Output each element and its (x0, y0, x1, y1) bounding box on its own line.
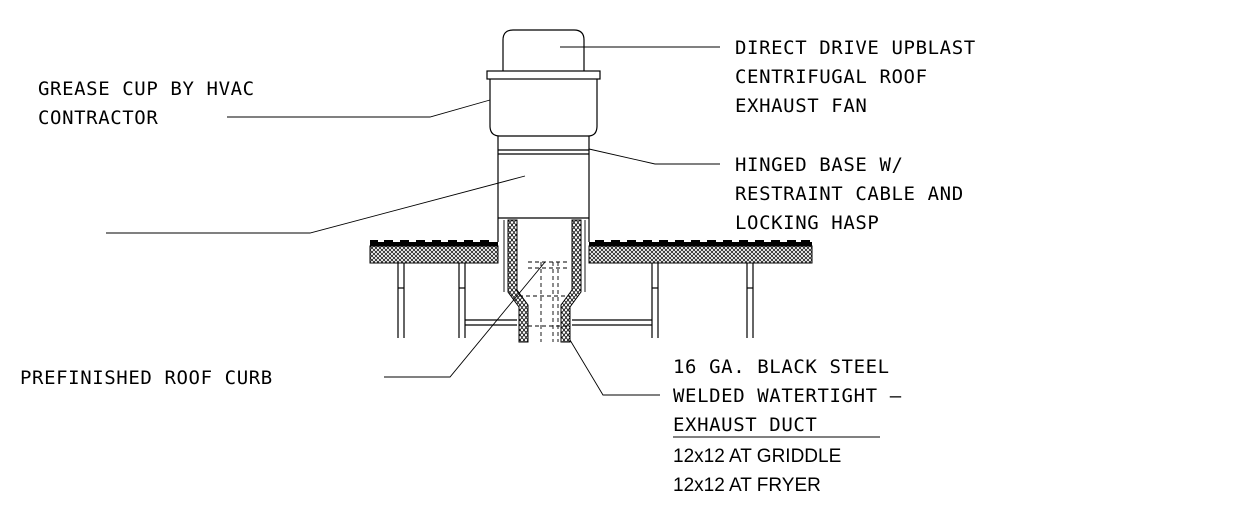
hinged-base-label-line-3: LOCKING HASP (735, 212, 879, 234)
duct-label-line-2: WELDED WATERTIGHT – (673, 385, 902, 407)
fan-label: DIRECT DRIVE UPBLAST CENTRIFUGAL ROOF EX… (735, 37, 976, 117)
roof-curb-label: PREFINISHED ROOF CURB (20, 367, 273, 389)
duct-sizes: 12x12 AT GRIDDLE 12x12 AT FRYER (673, 446, 841, 496)
roof-curb (503, 219, 586, 343)
hinged-base-label: HINGED BASE W/ RESTRAINT CABLE AND LOCKI… (735, 154, 964, 234)
duct-size-fryer: 12x12 AT FRYER (673, 475, 821, 496)
fan-label-line-2: CENTRIFUGAL ROOF (735, 66, 928, 88)
hinged-base-label-line-2: RESTRAINT CABLE AND (735, 183, 964, 205)
duct-label-line-3: EXHAUST DUCT (673, 414, 817, 436)
duct-label-line-1: 16 GA. BLACK STEEL (673, 356, 890, 378)
exhaust-duct (519, 261, 570, 342)
roof-joists (397, 263, 754, 338)
fan-flange (486, 70, 601, 80)
grease-cup-label-line-1: GREASE CUP BY HVAC (38, 78, 255, 100)
duct-label: 16 GA. BLACK STEEL WELDED WATERTIGHT – E… (673, 356, 902, 438)
exhaust-fan (486, 29, 601, 242)
leader-lines (106, 46, 720, 396)
grease-cup-label-line-2: CONTRACTOR (38, 107, 158, 129)
grease-cup-label: GREASE CUP BY HVAC CONTRACTOR (38, 78, 255, 129)
hinged-base-label-line-1: HINGED BASE W/ (735, 154, 904, 176)
fan-hood (502, 29, 585, 71)
fan-housing (489, 79, 598, 137)
fan-label-line-1: DIRECT DRIVE UPBLAST (735, 37, 976, 59)
fan-label-line-3: EXHAUST FAN (735, 95, 867, 117)
roof-deck (369, 240, 813, 338)
duct-size-griddle: 12x12 AT GRIDDLE (673, 446, 841, 467)
